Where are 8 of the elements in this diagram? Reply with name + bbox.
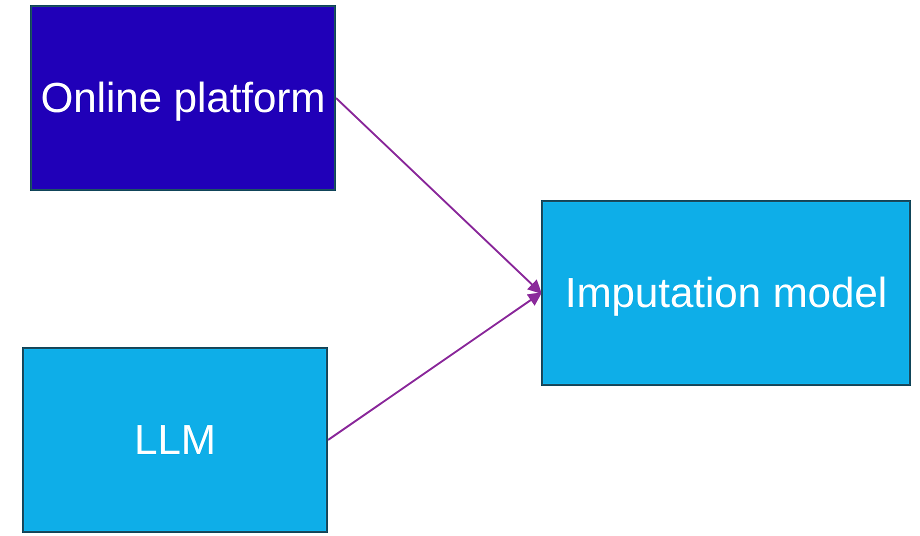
node-label: LLM [134,414,216,465]
process-box [541,200,911,386]
arrow [327,292,542,441]
process-box [30,5,336,191]
arrow [335,97,542,294]
node-label: Imputation model [564,268,888,318]
node-label: Online platform [40,72,326,123]
process-box [22,347,328,533]
